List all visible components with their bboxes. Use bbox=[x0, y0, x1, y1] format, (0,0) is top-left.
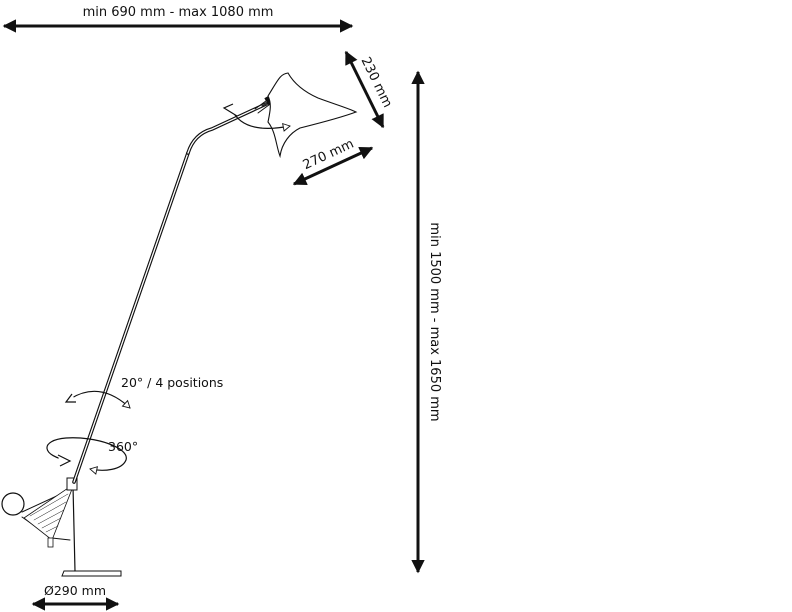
reach-label: min 690 mm - max 1080 mm bbox=[83, 5, 274, 20]
lamp-foot-stem bbox=[72, 485, 76, 572]
rotation-360-arrow bbox=[46, 437, 127, 470]
tilt-label: 20° / 4 positions bbox=[121, 375, 223, 390]
dimension-lines bbox=[2, 19, 425, 611]
pivot-joint bbox=[66, 477, 78, 491]
upper-arm bbox=[186, 102, 268, 155]
head-rotation-arrow bbox=[222, 103, 290, 128]
pivot-bracket bbox=[23, 482, 75, 541]
main-pole-core bbox=[73, 152, 189, 483]
height-label: min 1500 mm - max 1650 mm bbox=[427, 222, 442, 421]
lamp-base bbox=[61, 570, 122, 577]
bracket-clip bbox=[47, 537, 54, 548]
shade-width-dimension-line bbox=[292, 146, 374, 186]
lamp-shade bbox=[267, 72, 358, 159]
base-diameter-label: Ø290 mm bbox=[44, 583, 106, 598]
counterweight-ball bbox=[1, 492, 25, 516]
bracket-hatching bbox=[29, 493, 69, 533]
lamp-illustration bbox=[1, 72, 358, 577]
rotation-label: 360° bbox=[108, 439, 138, 454]
upper-arm-core bbox=[187, 103, 267, 154]
tilt-arrow bbox=[64, 390, 130, 408]
shade-depth-dimension-line bbox=[344, 50, 385, 129]
shade-depth-label: 230 mm bbox=[358, 55, 395, 110]
